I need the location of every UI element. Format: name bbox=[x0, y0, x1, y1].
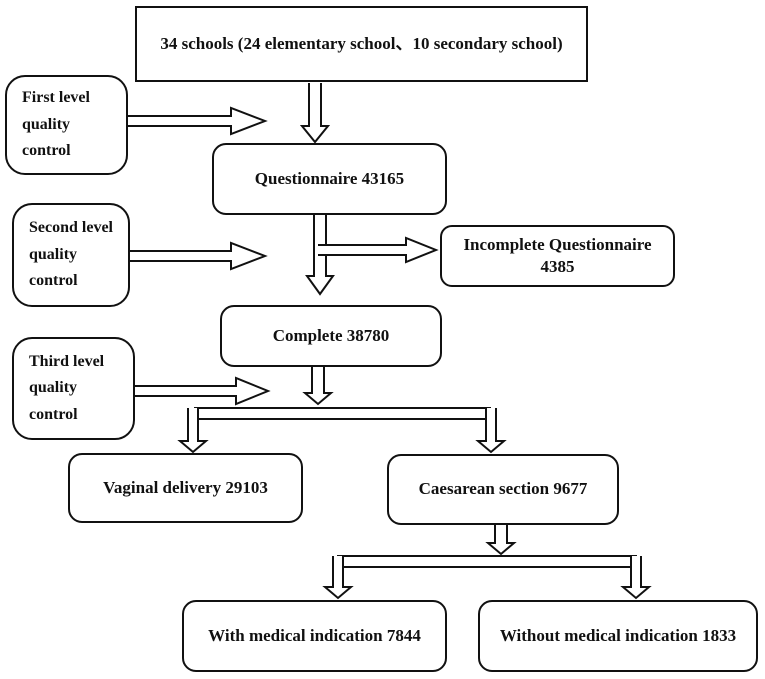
arrow-to-caesarean-icon bbox=[475, 408, 507, 454]
arrow-complete-to-split-icon bbox=[302, 366, 334, 406]
incomplete-line-1: Incomplete Questionnaire bbox=[463, 234, 652, 254]
arrow-to-without-indication-icon bbox=[620, 556, 652, 600]
node-third-level-quality-control: Third level quality control bbox=[12, 337, 135, 440]
node-complete: Complete 38780 bbox=[220, 305, 442, 367]
first-level-line-2: quality bbox=[22, 115, 71, 133]
second-level-line-3: control bbox=[29, 272, 78, 290]
node-schools-label: 34 schools (24 elementary school、10 seco… bbox=[160, 33, 563, 53]
node-caesarean-section: Caesarean section 9677 bbox=[387, 454, 619, 525]
first-level-line-1: First level bbox=[22, 89, 90, 107]
arrow-schools-to-questionnaire-icon bbox=[299, 83, 331, 144]
node-complete-label: Complete 38780 bbox=[272, 325, 390, 345]
first-level-line-3: control bbox=[22, 142, 71, 160]
arrow-to-with-indication-icon bbox=[322, 556, 354, 600]
arrow-branch-to-incomplete-icon bbox=[318, 236, 439, 264]
node-incomplete-questionnaire: Incomplete Questionnaire 4385 bbox=[440, 225, 675, 287]
node-schools: 34 schools (24 elementary school、10 seco… bbox=[135, 6, 588, 82]
node-vaginal-delivery-label: Vaginal delivery 29103 bbox=[103, 477, 268, 497]
node-without-medical-indication: Without medical indication 1833 bbox=[478, 600, 758, 672]
arrow-first-level-icon bbox=[128, 106, 268, 136]
arrow-to-vaginal-icon bbox=[177, 408, 209, 454]
node-with-medical-indication-label: With medical indication 7844 bbox=[208, 625, 421, 645]
node-vaginal-delivery: Vaginal delivery 29103 bbox=[68, 453, 303, 523]
node-questionnaire-label: Questionnaire 43165 bbox=[254, 168, 405, 188]
node-without-medical-indication-label: Without medical indication 1833 bbox=[499, 625, 737, 645]
arrow-third-level-icon bbox=[135, 376, 271, 406]
second-level-line-1: Second level bbox=[29, 219, 113, 237]
incomplete-line-2: 4385 bbox=[540, 257, 575, 276]
arrow-second-level-icon bbox=[129, 241, 268, 271]
third-level-line-3: control bbox=[29, 405, 78, 423]
third-level-line-1: Third level bbox=[29, 352, 105, 370]
split-bar-caesarean bbox=[337, 555, 637, 568]
second-level-line-2: quality bbox=[29, 245, 78, 263]
arrow-caesarean-to-split-icon bbox=[485, 524, 517, 556]
node-with-medical-indication: With medical indication 7844 bbox=[182, 600, 447, 672]
third-level-line-2: quality bbox=[29, 379, 78, 397]
node-questionnaire: Questionnaire 43165 bbox=[212, 143, 447, 215]
node-second-level-quality-control: Second level quality control bbox=[12, 203, 130, 307]
node-caesarean-section-label: Caesarean section 9677 bbox=[418, 479, 588, 499]
node-first-level-quality-control: First level quality control bbox=[5, 75, 128, 175]
split-bar-complete bbox=[194, 407, 491, 420]
